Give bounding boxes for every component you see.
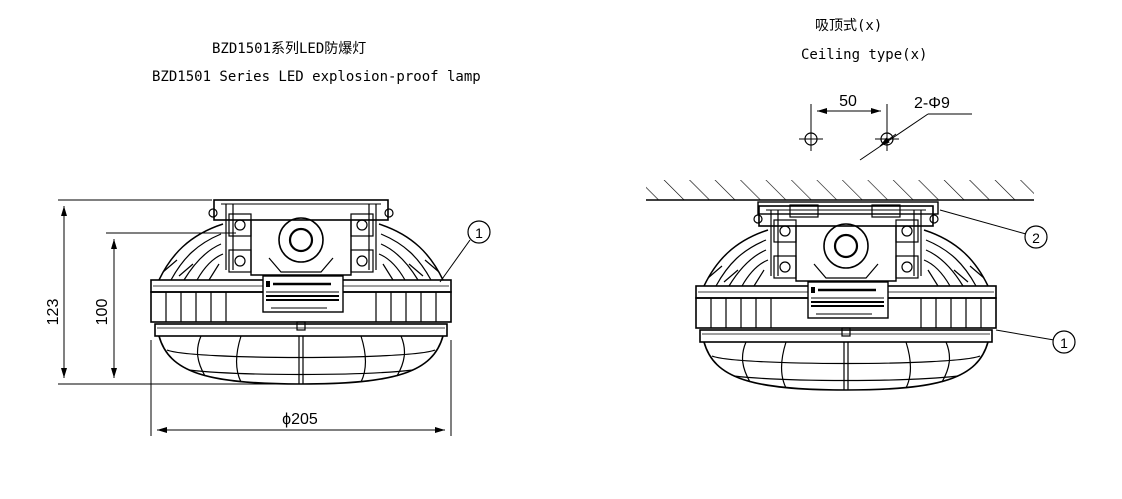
left-title-chinese: BZD1501系列LED防爆灯 (212, 41, 367, 57)
right-callout-2-label: 2 (1032, 230, 1040, 246)
left-dim-height-body: 100 (94, 232, 236, 378)
left-dim-height-total: 123 (45, 199, 300, 385)
right-callout-1: 1 (995, 329, 1076, 354)
dim-205-label: ϕ205 (282, 411, 318, 428)
ceiling-hatch (646, 180, 1034, 201)
left-title-english: BZD1501 Series LED explosion-proof lamp (152, 69, 481, 85)
dim-50-label: 50 (839, 93, 857, 110)
right-title-english: Ceiling type(x) (801, 47, 928, 63)
right-dim-holes: 2-Φ9 (859, 95, 972, 161)
right-title-chinese: 吸顶式(x) (815, 18, 883, 34)
right-dim-hole-spacing: 50 (799, 93, 899, 151)
left-callout-1: 1 (439, 220, 491, 283)
left-callout-1-label: 1 (475, 225, 483, 241)
dim-100-label: 100 (94, 299, 111, 326)
ceiling-mount-plate (757, 201, 939, 218)
right-callout-1-label: 1 (1060, 335, 1068, 351)
dim-123-label: 123 (45, 299, 62, 326)
right-callout-2: 2 (939, 209, 1048, 249)
right-lamp-drawing (694, 204, 998, 392)
left-dim-diameter: ϕ205 (150, 340, 452, 436)
left-lamp-drawing (149, 198, 453, 386)
dim-2-phi-9-label: 2-Φ9 (914, 95, 950, 112)
